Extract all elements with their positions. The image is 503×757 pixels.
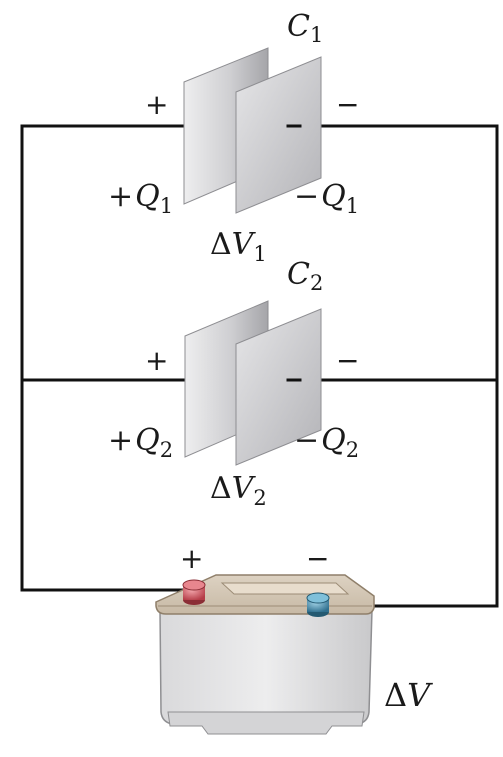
battery-voltage-label: ΔV — [384, 676, 433, 714]
battery-positive-terminal — [182, 579, 206, 605]
c2-plus-sign: + — [145, 344, 168, 377]
capacitor-c2: C2 + − +Q2 −Q2 ΔV2 — [108, 257, 359, 510]
circuit-wires — [20, 124, 499, 608]
c1-right-charge-label: −Q1 — [294, 179, 359, 218]
battery-plus-sign: + — [180, 542, 203, 575]
c1-name-label: C1 — [287, 9, 323, 47]
c2-minus-sign: − — [336, 344, 359, 377]
battery-negative-terminal — [306, 592, 330, 617]
battery: + − ΔV — [155, 542, 433, 735]
left-rail-wire — [20, 124, 192, 592]
battery-body — [159, 609, 373, 725]
c2-name-label: C2 — [287, 257, 323, 295]
c2-negative-plate — [235, 308, 322, 466]
battery-base — [167, 711, 365, 735]
capacitor-c1: C1 + − +Q1 −Q1 ΔV1 — [108, 9, 359, 266]
right-rail-wire — [286, 124, 499, 608]
c1-voltage-label: ΔV1 — [210, 227, 267, 266]
c1-minus-sign: − — [336, 88, 359, 121]
c2-left-charge-label: +Q2 — [108, 423, 173, 462]
c1-left-charge-label: +Q1 — [108, 179, 173, 218]
c1-plus-sign: + — [145, 88, 168, 121]
battery-lid-strip — [220, 582, 350, 595]
c2-right-charge-label: −Q2 — [294, 423, 359, 462]
c1-negative-plate — [235, 56, 322, 214]
battery-minus-sign: − — [306, 542, 329, 575]
c2-voltage-label: ΔV2 — [210, 471, 267, 510]
